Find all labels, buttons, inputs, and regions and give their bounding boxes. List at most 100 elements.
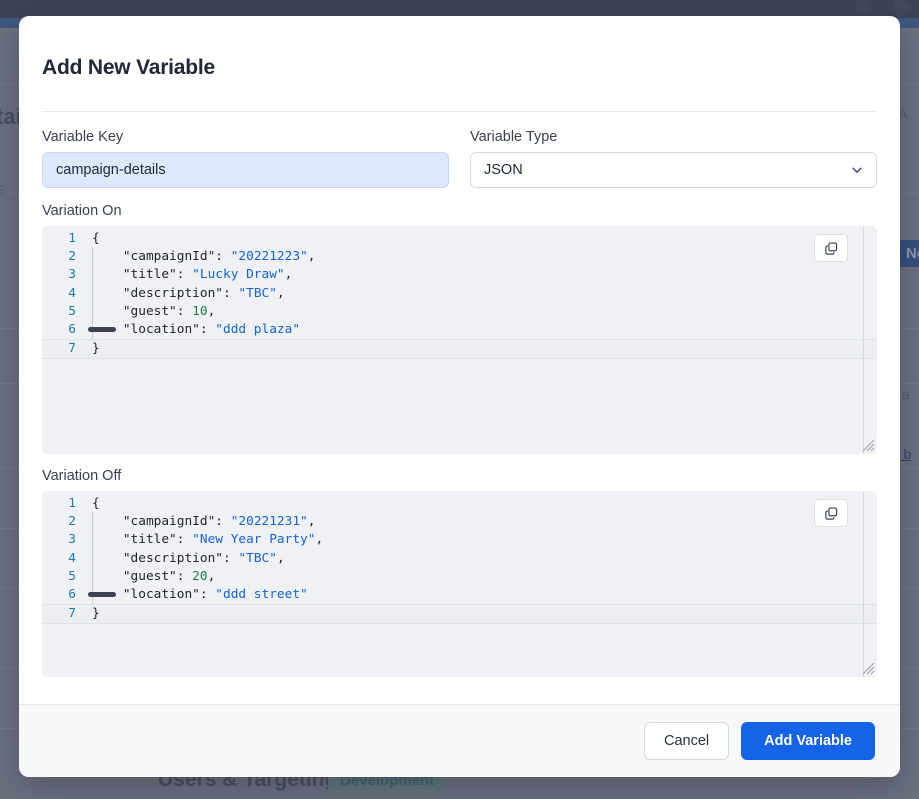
code-token-str: "20221231" — [231, 514, 308, 529]
code-token-punct: , — [208, 569, 216, 584]
code-line: 1{ — [42, 495, 877, 513]
variation-off-code[interactable]: 1{2 "campaignId": "20221231",3 "title": … — [42, 491, 877, 624]
line-number: 5 — [42, 303, 84, 321]
line-number: 6 — [42, 586, 84, 604]
code-line-text: "campaignId": "20221223", — [84, 248, 877, 266]
code-line: 2 "campaignId": "20221231", — [42, 513, 877, 531]
variation-on-editor[interactable]: 1{2 "campaignId": "20221223",3 "title": … — [42, 226, 877, 454]
line-number: 5 — [42, 568, 84, 586]
code-token-key: "campaignId": — [123, 514, 231, 529]
code-line: 5 "guest": 10, — [42, 303, 877, 321]
dialog-footer: Cancel Add Variable — [19, 704, 900, 777]
line-number: 3 — [42, 531, 84, 549]
variation-on-block: Variation On 1{2 "campaignId": "20221223… — [42, 203, 877, 454]
code-token-punct: , — [308, 249, 316, 264]
variable-type-label: Variable Type — [470, 129, 877, 145]
code-line-text: "description": "TBC", — [84, 550, 877, 568]
code-line-text: "guest": 20, — [84, 568, 877, 586]
code-line-text: "campaignId": "20221231", — [84, 513, 877, 531]
variable-type-select[interactable]: JSONStringNumberBoolean — [470, 152, 877, 188]
code-token-key: "campaignId": — [123, 249, 231, 264]
code-line-text: { — [84, 230, 877, 248]
variable-key-label: Variable Key — [42, 129, 449, 145]
code-line: 2 "campaignId": "20221223", — [42, 248, 877, 266]
add-variable-dialog: Add New Variable Variable Key Variable T… — [19, 16, 900, 777]
dialog-body: Add New Variable Variable Key Variable T… — [19, 16, 900, 704]
line-number: 7 — [42, 340, 84, 358]
code-token-key: "title": — [123, 532, 192, 547]
code-token-punct: { — [92, 231, 100, 246]
code-line-text: "guest": 10, — [84, 303, 877, 321]
code-token-str: "20221223" — [231, 249, 308, 264]
variable-type-field-group: Variable Type JSONStringNumberBoolean — [470, 129, 877, 188]
editor-resize-handle[interactable] — [862, 439, 875, 452]
code-token-punct: , — [315, 532, 323, 547]
editor-resize-handle[interactable] — [862, 662, 875, 675]
line-number: 2 — [42, 248, 84, 266]
line-number: 4 — [42, 285, 84, 303]
code-token-str: "TBC" — [238, 286, 277, 301]
variable-key-input[interactable] — [42, 152, 449, 188]
code-line: 4 "description": "TBC", — [42, 550, 877, 568]
editor-horizontal-scrollbar[interactable] — [88, 592, 116, 597]
code-token-str: "ddd plaza" — [215, 322, 300, 337]
copy-icon — [824, 506, 839, 521]
code-line-text: "title": "New Year Party", — [84, 531, 877, 549]
copy-icon-button[interactable] — [814, 499, 848, 527]
code-token-punct: , — [285, 267, 293, 282]
cancel-button[interactable]: Cancel — [644, 722, 729, 760]
code-line: 1{ — [42, 230, 877, 248]
code-line: 6 "location": "ddd street" — [42, 586, 877, 604]
code-token-str: "TBC" — [238, 551, 277, 566]
copy-icon — [824, 241, 839, 256]
line-number: 3 — [42, 266, 84, 284]
editor-vertical-rule — [863, 491, 864, 677]
code-line-text: "description": "TBC", — [84, 285, 877, 303]
code-token-key: "description": — [123, 286, 239, 301]
variation-off-editor[interactable]: 1{2 "campaignId": "20221231",3 "title": … — [42, 491, 877, 677]
code-line-text: } — [84, 605, 877, 623]
code-line-text: "location": "ddd plaza" — [84, 321, 877, 339]
code-line-text: } — [84, 340, 877, 358]
code-line-text: "location": "ddd street" — [84, 586, 877, 604]
code-token-key: "guest": — [123, 569, 192, 584]
code-token-key: "title": — [123, 267, 192, 282]
code-line: 7} — [42, 604, 877, 624]
code-token-punct: , — [208, 304, 216, 319]
line-number: 4 — [42, 550, 84, 568]
editor-horizontal-scrollbar[interactable] — [88, 327, 116, 332]
variation-on-label: Variation On — [42, 203, 877, 219]
line-number: 6 — [42, 321, 84, 339]
code-token-num: 20 — [192, 569, 207, 584]
code-token-key: "location": — [123, 322, 215, 337]
code-token-str: "Lucky Draw" — [192, 267, 284, 282]
dialog-title: Add New Variable — [42, 16, 877, 80]
line-number: 7 — [42, 605, 84, 623]
code-token-key: "location": — [123, 587, 215, 602]
code-line-text: "title": "Lucky Draw", — [84, 266, 877, 284]
code-token-str: "ddd street" — [215, 587, 307, 602]
code-token-punct: , — [308, 514, 316, 529]
code-token-str: "New Year Party" — [192, 532, 315, 547]
code-token-key: "guest": — [123, 304, 192, 319]
code-token-punct: { — [92, 496, 100, 511]
copy-icon-button[interactable] — [814, 234, 848, 262]
editor-vertical-rule — [863, 226, 864, 454]
code-line: 6 "location": "ddd plaza" — [42, 321, 877, 339]
variation-on-code[interactable]: 1{2 "campaignId": "20221223",3 "title": … — [42, 226, 877, 359]
code-line-text: { — [84, 495, 877, 513]
code-line: 3 "title": "Lucky Draw", — [42, 266, 877, 284]
code-line: 3 "title": "New Year Party", — [42, 531, 877, 549]
code-line: 4 "description": "TBC", — [42, 285, 877, 303]
code-token-punct: , — [277, 551, 285, 566]
code-line: 5 "guest": 20, — [42, 568, 877, 586]
code-token-punct: , — [277, 286, 285, 301]
code-token-key: "description": — [123, 551, 239, 566]
variable-key-field-group: Variable Key — [42, 129, 449, 188]
line-number: 1 — [42, 230, 84, 248]
code-token-punct: } — [92, 341, 100, 356]
field-row: Variable Key Variable Type JSONStringNum… — [42, 129, 877, 188]
add-variable-button[interactable]: Add Variable — [741, 722, 875, 760]
code-token-punct: } — [92, 606, 100, 621]
line-number: 2 — [42, 513, 84, 531]
